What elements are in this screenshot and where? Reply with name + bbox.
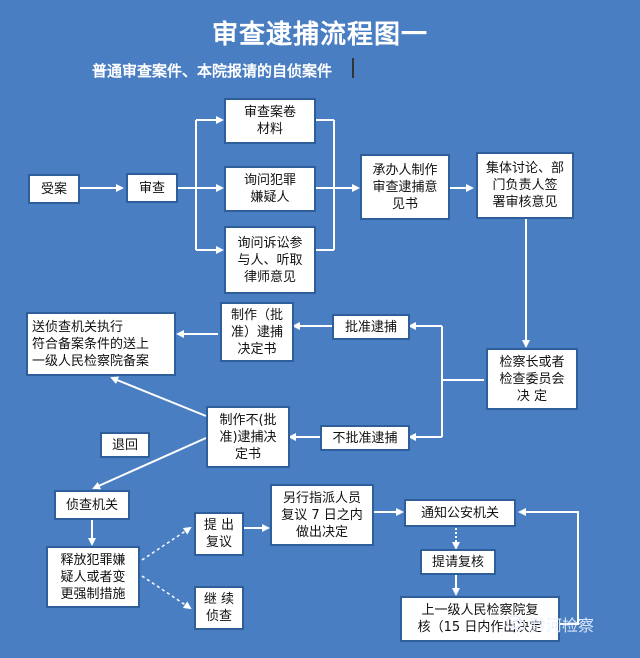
node-chief-decide: 检察长或者 检查委员会 决 定 xyxy=(486,348,578,410)
node-draft-opinion: 承办人制作 审查逮捕意 见书 xyxy=(360,154,450,220)
watermark: 黔河检察 xyxy=(530,616,595,635)
node-continue-investigate: 继 续 侦查 xyxy=(194,586,244,630)
node-return: 退回 xyxy=(100,432,150,458)
edge-rejectdoc-police xyxy=(92,437,207,490)
text-cursor xyxy=(352,58,354,78)
node-notify-police: 通知公安机关 xyxy=(404,499,516,527)
node-review-files: 审查案卷 材料 xyxy=(224,98,316,144)
page-title: 审查逮捕流程图一 xyxy=(211,20,428,50)
edge-release-propose xyxy=(141,526,192,561)
edge-release-continue xyxy=(141,575,192,610)
node-accept: 受案 xyxy=(28,174,80,204)
node-upper-review: 上一级人民检察院复 核（15 日内作出决定 xyxy=(400,596,560,642)
node-send-exec: 送侦查机关执行 符合备案条件的送上 一级人民检察院备案 xyxy=(26,312,176,376)
node-ask-parties: 询问诉讼参 与人、听取 律师意见 xyxy=(224,226,316,294)
subtitle: 普通审查案件、本院报请的自侦案件 xyxy=(92,62,333,80)
node-approve-label: 批准逮捕 xyxy=(332,314,410,340)
edge-rejectdoc-send xyxy=(110,376,207,417)
node-reassign: 另行指派人员 复议 7 日之内 做出决定 xyxy=(270,484,374,546)
node-propose-review: 提 出 复议 xyxy=(194,512,244,556)
node-release: 释放犯罪嫌 疑人或者变 更强制措施 xyxy=(46,546,140,608)
node-reject-doc: 制作不(批 准)逮捕决 定书 xyxy=(206,406,290,468)
node-police: 侦查机关 xyxy=(54,490,130,520)
node-request-recheck: 提请复核 xyxy=(420,549,496,575)
wechat-icon xyxy=(506,615,526,631)
node-interrogate: 询问犯罪 嫌疑人 xyxy=(224,166,316,212)
node-approve-doc: 制作（批 准）逮捕 决定书 xyxy=(220,302,294,362)
edge-upper-notify-loop xyxy=(518,508,579,625)
node-review: 审查 xyxy=(126,173,178,203)
node-group-discuss: 集体讨论、部 门负责人签 署审核意见 xyxy=(476,152,574,219)
node-reject-label: 不批准逮捕 xyxy=(320,425,410,451)
